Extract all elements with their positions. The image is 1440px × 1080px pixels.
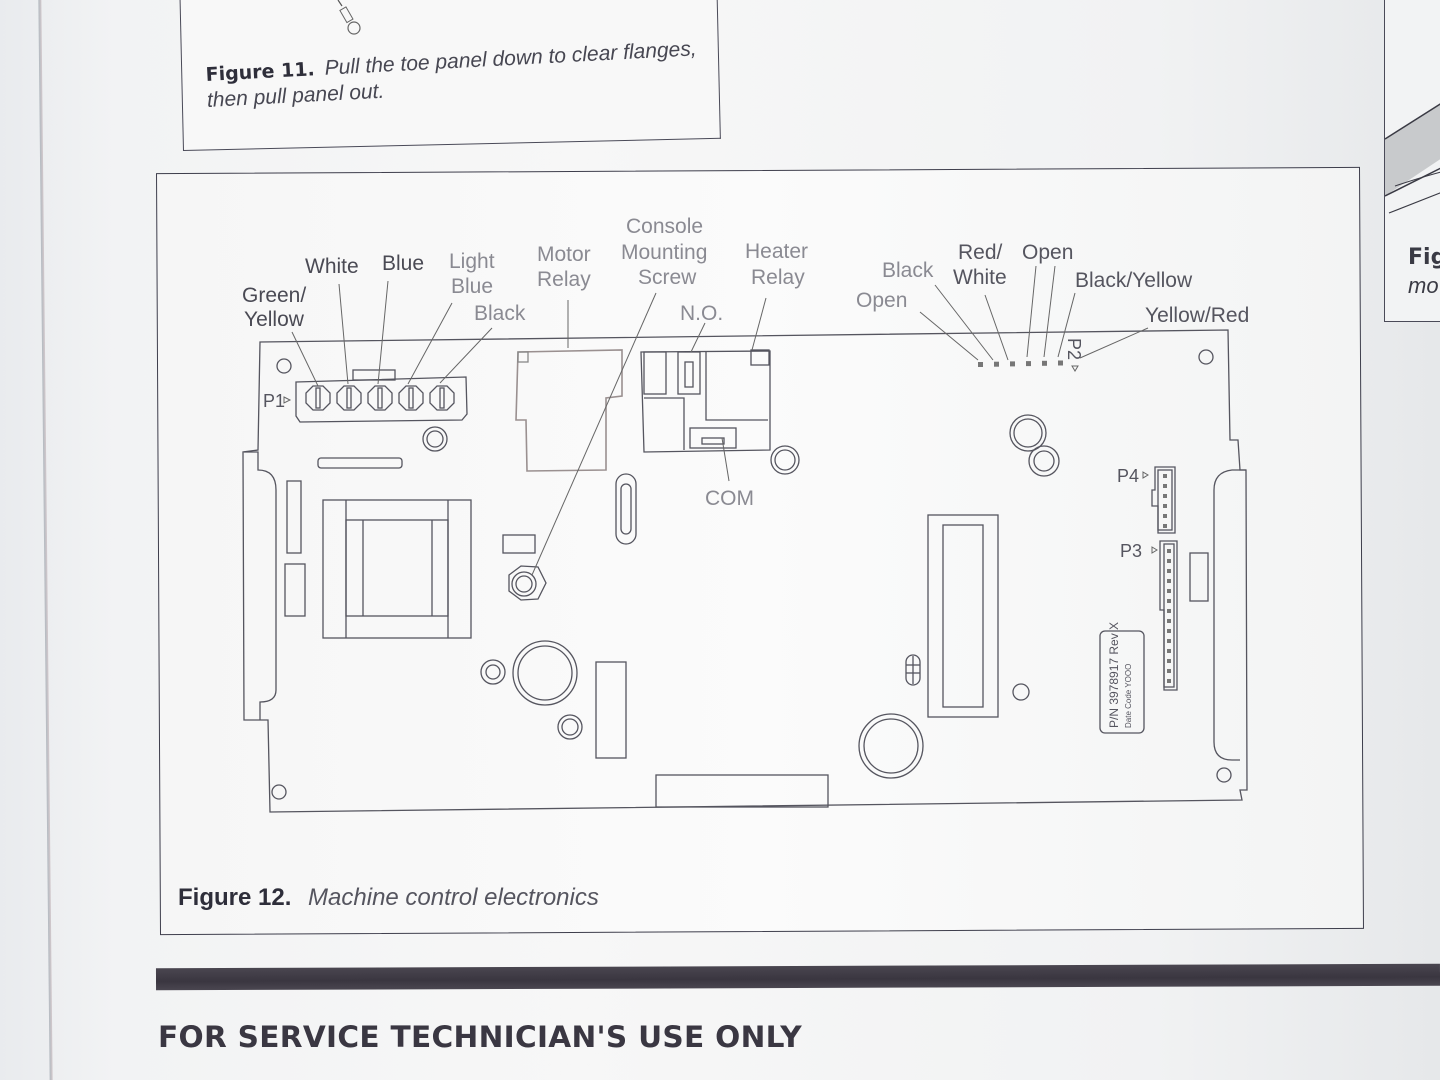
p4-pin1-marker-icon [1142,471,1149,479]
circuit-board-outline [242,329,1248,813]
p3-pin [1167,559,1171,563]
connector-pins [978,360,1171,683]
p3-pin [1167,669,1171,673]
p3-pin [1167,639,1171,643]
callout-motor-relay-1: Motor [537,243,591,266]
figure-12-text: Machine control electronics [308,884,599,911]
p3-pin [1167,649,1171,653]
right-figure-text: mo [1408,273,1439,298]
right-figure-illustration [1385,103,1440,214]
p3-pin [1167,569,1171,573]
p4-pin [1163,474,1167,478]
connector-label-p3: P3 [1120,541,1142,561]
p4-pin [1163,494,1167,498]
p2-pin [978,362,983,367]
p2-pin1-marker-icon [1071,365,1079,372]
callout-black-p2: Black [882,259,934,282]
right-figure-frame [1384,0,1440,322]
p1-terminal [305,385,331,411]
callout-red-white-2: White [953,266,1007,289]
p4-pin [1163,514,1167,518]
callout-console-3: Screw [638,266,697,289]
console-mounting-screw [508,565,547,601]
p2-pin [994,361,999,367]
callout-motor-relay-2: Relay [537,268,591,291]
callout-green-yellow-2: Yellow [244,308,305,331]
p3-pin [1167,609,1171,613]
p4-pin [1163,484,1167,488]
service-banner: FOR SERVICE TECHNICIAN'S USE ONLY [158,1020,802,1054]
display-window [927,514,999,718]
p2-pin [1026,361,1031,367]
part-number-label [1099,630,1145,734]
figure-12-caption: Figure 12. Machine control electronics [178,884,599,912]
callout-black-yellow: Black/Yellow [1075,269,1193,292]
p1-connector [295,369,468,423]
p1-terminal [429,385,455,411]
part-number-text: P/N 3978917 Rev X [1107,622,1121,728]
right-figure-label: Fig [1408,245,1440,270]
p1-terminal [367,385,393,411]
date-code-text: Date Code YOOO [1124,664,1133,728]
p3-pin [1167,599,1171,603]
callout-heater-relay-2: Relay [751,266,805,289]
connector-label-p1: P1 [263,391,285,411]
p4-pin [1163,524,1167,528]
p2-pin [1058,360,1063,366]
right-figure-caption: Fig mo [1408,244,1440,300]
heater-relay [640,349,771,453]
p3-pin [1167,619,1171,623]
p3-pin [1167,629,1171,633]
callout-blue: Blue [382,252,424,275]
connector-label-p2: P2 [1064,338,1084,360]
transformer [322,499,472,639]
screw-icon [337,0,361,35]
p1-pin1-marker-icon [283,396,292,404]
p3-pin [1167,659,1171,663]
callout-open-2: Open [1022,241,1073,264]
p3-pin [1167,549,1171,553]
p4-connector [1151,466,1176,534]
callout-open-1: Open [856,289,907,312]
p2-pin [1042,360,1047,366]
callout-yellow-red: Yellow/Red [1145,304,1249,327]
connector-label-p4: P4 [1117,466,1139,486]
p3-pin [1167,679,1171,683]
callout-normally-open: N.O. [680,302,723,325]
p4-pin [1163,504,1167,508]
p3-pin [1167,589,1171,593]
p3-pin [1167,579,1171,583]
p3-connector [1159,540,1178,691]
callout-leaders [291,265,1149,576]
p3-pin1-marker-icon [1151,546,1158,554]
callout-light-blue-2: Blue [451,275,493,298]
callout-green-yellow-1: Green/ [242,284,306,307]
figure-12-label: Figure 12. [178,884,292,911]
callout-light-blue-1: Light [449,250,495,273]
callout-white: White [305,255,359,278]
p2-pin [1010,361,1015,367]
callout-black-p1: Black [474,302,526,325]
motor-relay [515,349,623,472]
p1-terminal [336,385,362,411]
callout-console-2: Mounting [621,241,707,264]
section-divider-bar [155,963,1440,991]
callout-console-1: Console [626,215,703,238]
callout-heater-relay-1: Heater [745,240,808,263]
callout-red-white-1: Red/ [958,241,1003,264]
callout-common: COM [705,487,754,510]
p1-terminals [305,385,455,411]
p1-terminal [398,385,424,411]
